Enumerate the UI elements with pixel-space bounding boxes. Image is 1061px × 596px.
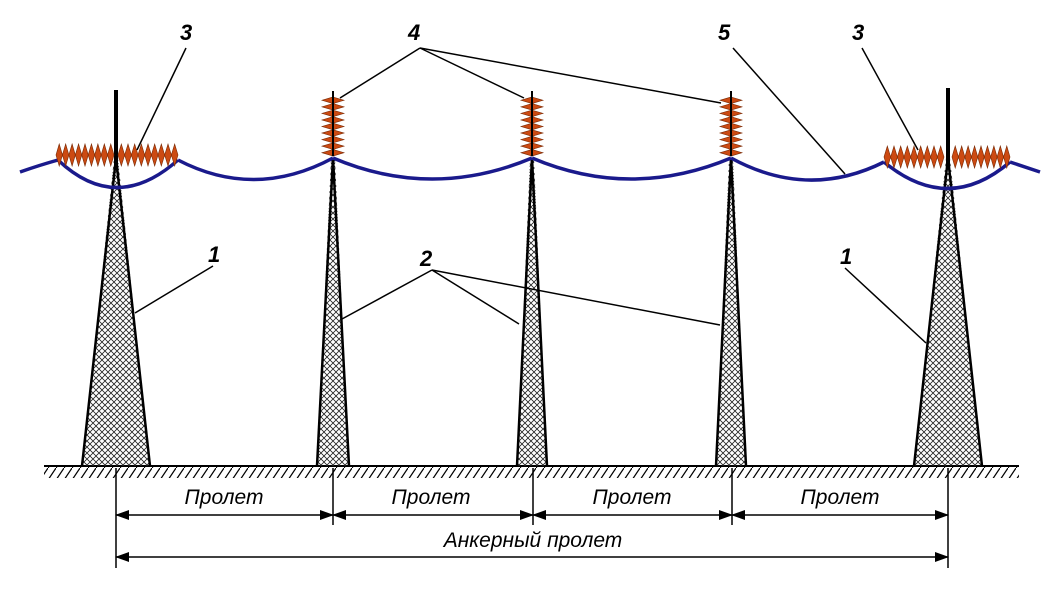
- callout-labels: 3 3 4 5 1 1 2: [180, 20, 864, 271]
- insulators: [55, 91, 1011, 170]
- span-label-4: Пролет: [801, 486, 880, 509]
- wire-span-2: [332, 156, 533, 181]
- span-label-3: Пролет: [593, 486, 672, 509]
- label-wire: 5: [718, 20, 731, 45]
- anchor-support-right: [912, 88, 984, 467]
- anchor-support-left: [80, 90, 152, 467]
- wire-right-loop: [882, 160, 1012, 191]
- tension-insulator-right-outer: [883, 144, 945, 170]
- span-label-2: Пролет: [392, 486, 471, 509]
- tension-insulator-right-inner: [951, 144, 1011, 170]
- wire-left-end: [19, 158, 59, 174]
- span-labels: Пролет Пролет Пролет Пролет Анкерный про…: [185, 486, 880, 552]
- wire-left-loop: [56, 158, 180, 190]
- label-anchor-support-left: 1: [208, 242, 220, 267]
- label-intermediate-support: 2: [419, 246, 433, 271]
- anchor-span-label: Анкерный пролет: [442, 529, 623, 552]
- wire: [19, 156, 1041, 191]
- towers: [80, 88, 984, 467]
- wire-span-3: [531, 156, 732, 181]
- leader-lines: [134, 47, 927, 344]
- wire-span-4: [730, 156, 885, 182]
- tension-insulator-left-outer: [55, 142, 115, 168]
- intermediate-support-3: [714, 157, 748, 467]
- suspension-insulator-3: [718, 91, 744, 157]
- intermediate-support-2: [515, 157, 549, 467]
- suspension-insulator-2: [519, 91, 545, 157]
- label-anchor-support-right: 1: [840, 244, 852, 269]
- intermediate-support-1: [315, 157, 351, 467]
- wire-span-1: [177, 156, 334, 182]
- label-tension-insulator-left: 3: [180, 20, 192, 45]
- suspension-insulator-1: [320, 91, 346, 157]
- ground: [44, 465, 1019, 478]
- label-suspension-insulator: 4: [407, 20, 420, 45]
- tension-insulator-left-inner: [117, 142, 179, 168]
- span-label-1: Пролет: [185, 486, 264, 509]
- dimension-lines: [115, 468, 949, 568]
- label-tension-insulator-right: 3: [852, 20, 864, 45]
- wire-right-end: [1009, 160, 1041, 174]
